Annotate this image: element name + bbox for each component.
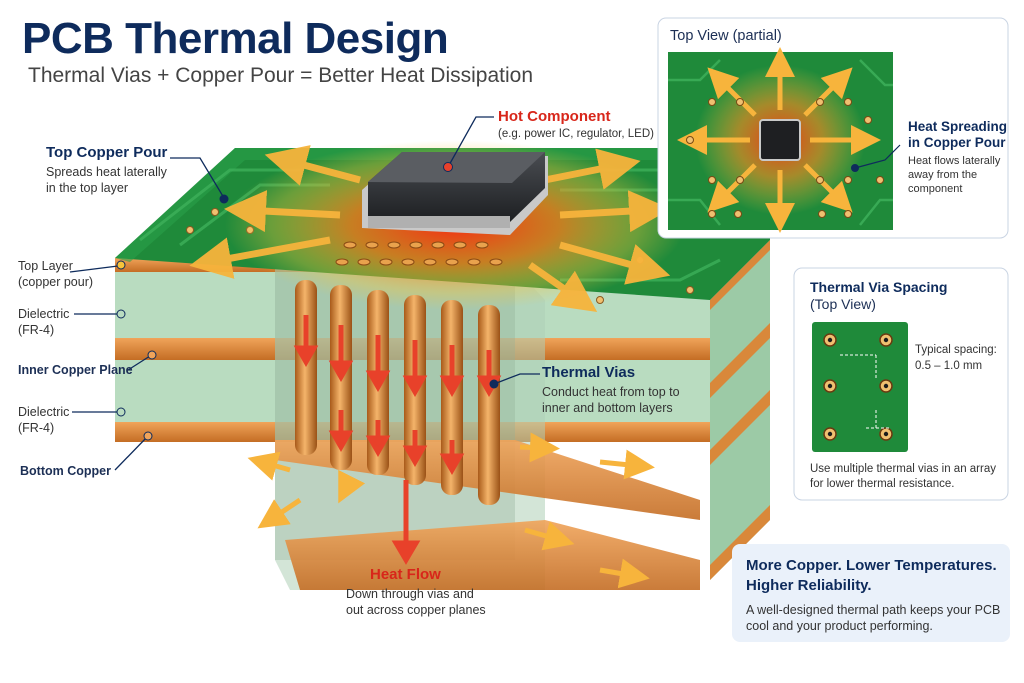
- top-copper-pour-title: Top Copper Pour: [46, 144, 168, 161]
- via-spacing-note-1: Use multiple thermal vias in an array: [810, 463, 996, 475]
- dielectric-2-sublabel: (FR-4): [18, 421, 55, 435]
- dielectric-1-label: Dielectric: [18, 307, 70, 321]
- hot-component-chip: [362, 152, 548, 235]
- spacing-value: 0.5 – 1.0 mm: [915, 360, 983, 372]
- via-spacing-title-2: (Top View): [810, 296, 876, 312]
- top-view-title: Top View (partial): [670, 28, 782, 44]
- callout-heading-1: More Copper. Lower Temperatures.: [746, 557, 997, 574]
- heat-flow-desc-1: Down through vias and: [346, 587, 474, 601]
- callout-body-2: cool and your product performing.: [746, 619, 933, 633]
- via-spacing-note-2: for lower thermal resistance.: [810, 478, 955, 490]
- board-right-face: [710, 240, 770, 580]
- heat-spreading-heading-1: Heat Spreading: [908, 119, 1008, 134]
- inner-copper-plane-label: Inner Copper Plane: [18, 363, 133, 377]
- page-title: PCB Thermal Design: [22, 14, 449, 63]
- spacing-label: Typical spacing:: [915, 344, 997, 356]
- top-copper-pour-desc-2: in the top layer: [46, 181, 128, 195]
- bottom-copper-label: Bottom Copper: [20, 464, 111, 478]
- via-spacing-title-1: Thermal Via Spacing: [810, 279, 948, 295]
- top-layer-label: Top Layer: [18, 259, 73, 273]
- heat-spreading-desc-3: component: [908, 183, 963, 195]
- heat-flow-title: Heat Flow: [370, 566, 441, 583]
- callout-heading-2: Higher Reliability.: [746, 577, 872, 594]
- callout-body-1: A well-designed thermal path keeps your …: [746, 603, 1001, 617]
- heat-spreading-heading-2: in Copper Pour: [908, 135, 1006, 150]
- hot-component-title: Hot Component: [498, 108, 611, 125]
- dielectric-2-label: Dielectric: [18, 405, 70, 419]
- heat-spreading-desc-2: away from the: [908, 169, 978, 181]
- page-subtitle: Thermal Vias + Copper Pour = Better Heat…: [28, 64, 534, 87]
- dielectric-1-sublabel: (FR-4): [18, 323, 55, 337]
- summary-callout: More Copper. Lower Temperatures. Higher …: [732, 544, 1010, 642]
- thermal-vias-title: Thermal Vias: [542, 364, 636, 381]
- top-copper-pour-desc-1: Spreads heat laterally: [46, 165, 167, 179]
- heat-flow-desc-2: out across copper planes: [346, 603, 486, 617]
- heat-spreading-desc-1: Heat flows laterally: [908, 155, 1001, 167]
- hot-component-desc: (e.g. power IC, regulator, LED): [498, 128, 654, 140]
- top-layer-sublabel: (copper pour): [18, 275, 94, 289]
- thermal-vias-desc-2: inner and bottom layers: [542, 401, 673, 415]
- thermal-vias-desc-1: Conduct heat from top to: [542, 385, 680, 399]
